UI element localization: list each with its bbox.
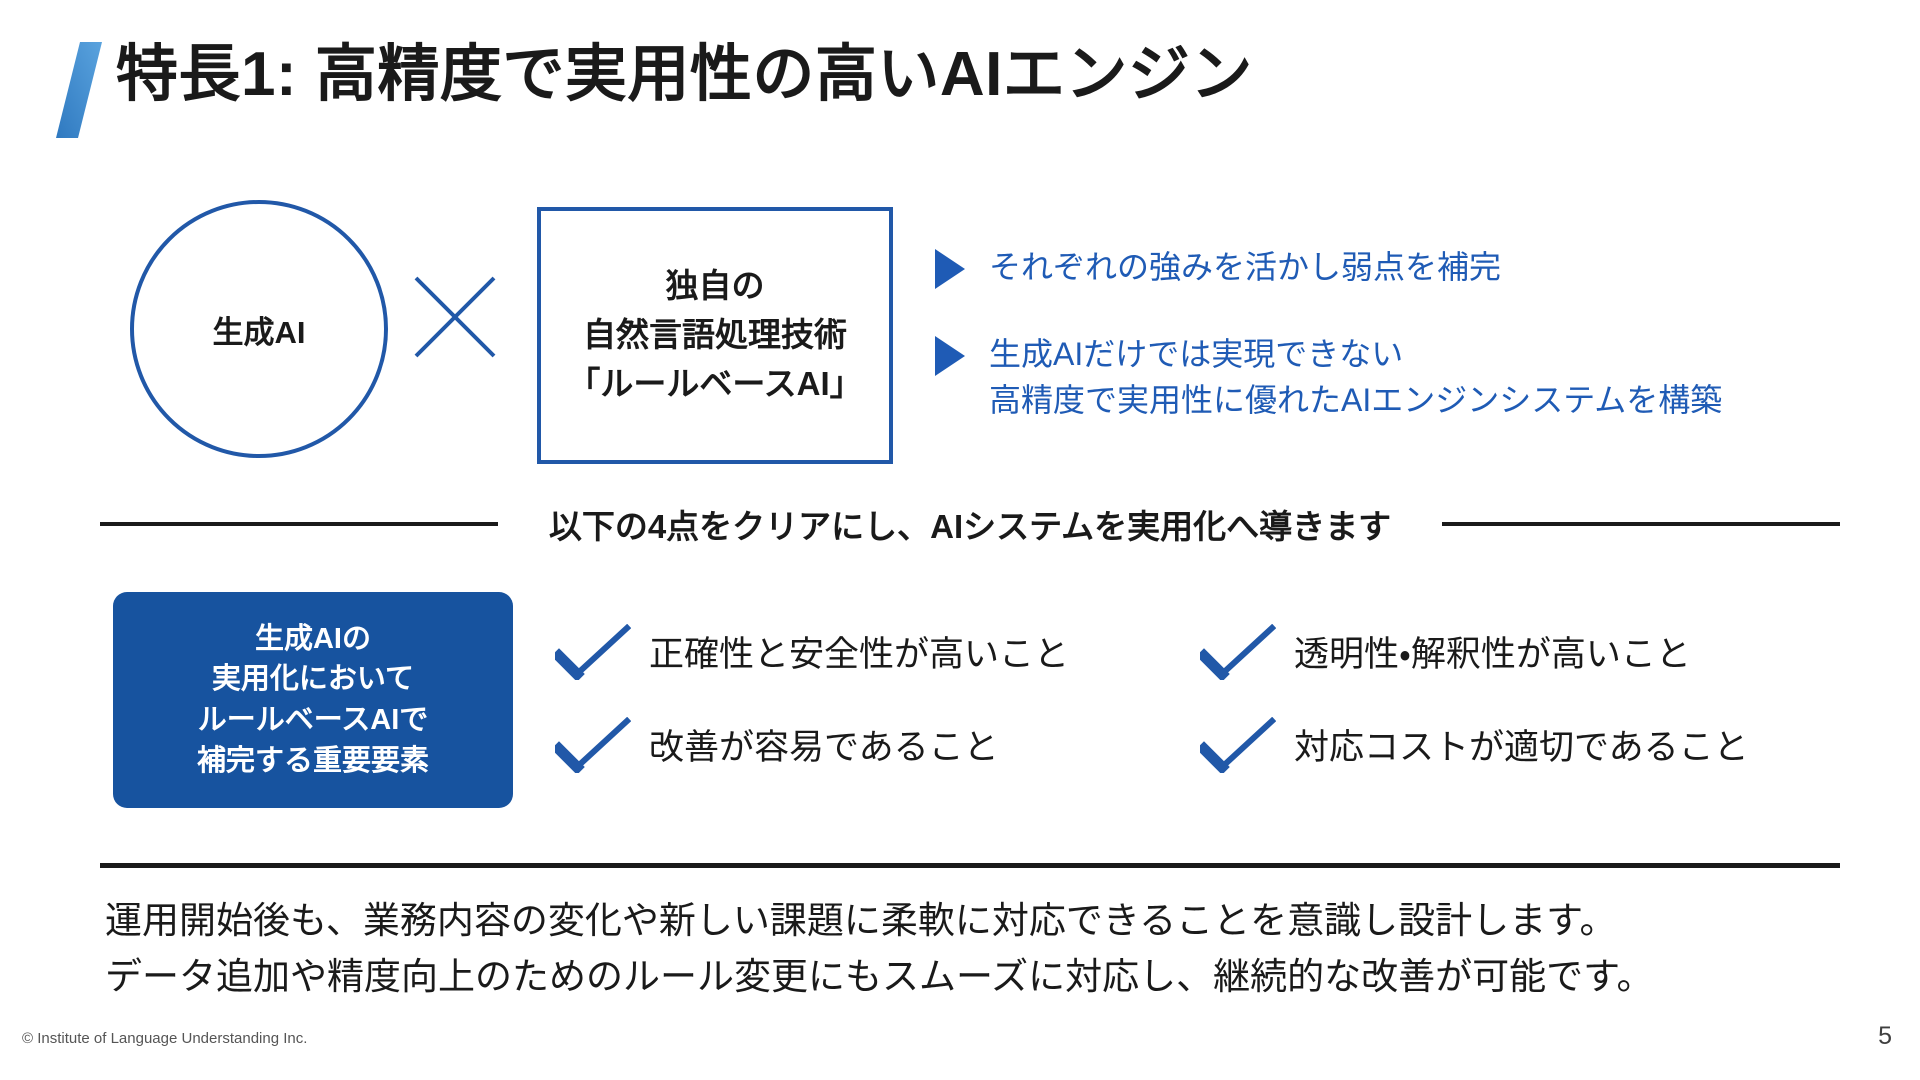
benefit-bullet-list: それぞれの強みを活かし弱点を補完 生成AIだけでは実現できない 高精度で実用性に… [935,245,1865,465]
times-operator-icon [410,272,500,362]
checklist-item: 透明性・解釈性が高いこと [1200,605,1820,698]
checklist-item: 対応コストが適切であること [1200,698,1820,791]
checklist-item: 改善が容易であること [555,698,1175,791]
checklist-item-label: 対応コストが適切であること [1294,728,1749,767]
check-icon [1200,716,1276,773]
page-number: 5 [1878,1022,1892,1050]
section-divider: 以下の4点をクリアにし、AIシステムを実用化へ導きます [100,500,1840,548]
checklist-item-label: 透明性・解釈性が高いこと [1294,635,1691,674]
requirements-checklist: 正確性と安全性が高いこと 透明性・解釈性が高いこと 改善が容易であること [555,605,1855,791]
key-elements-panel-line-1: 生成AIの [254,622,371,655]
divider-rule-right [1442,522,1840,526]
benefit-bullet-item: それぞれの強みを活かし弱点を補完 [935,245,1865,290]
proprietary-nlp-box-line-2: 自然言語処理技術 [583,316,847,354]
generative-ai-circle-label: 生成AI [212,314,306,350]
divider-caption: 以下の4点をクリアにし、AIシステムを実用化へ導きます [548,508,1392,545]
key-elements-panel-line-2: 実用化において [211,663,415,696]
benefit-bullet-item: 生成AIだけでは実現できない 高精度で実用性に優れたAIエンジンシステムを構築 [935,332,1865,423]
summary-paragraph: 運用開始後も、業務内容の変化や新しい課題に柔軟に対応できることを意識し設計します… [105,893,1845,1005]
title-accent-slash-icon [56,42,102,138]
benefit-bullet-text: 生成AIだけでは実現できない 高精度で実用性に優れたAIエンジンシステムを構築 [989,332,1722,423]
footer-copyright: © Institute of Language Understanding In… [22,1030,308,1047]
slide-title-row: 特長1: 高精度で実用性の高いAIエンジン [56,42,1253,138]
bottom-divider-rule [100,863,1840,868]
benefit-bullet-2-line-2: 高精度で実用性に優れたAIエンジンシステムを構築 [989,381,1723,418]
summary-line-1: 運用開始後も、業務内容の変化や新しい課題に柔軟に対応できることを意識し設計します… [105,900,1617,941]
proprietary-nlp-box: 独自の 自然言語処理技術 「ルールベースAI」 [537,207,893,464]
triangle-bullet-icon [935,249,965,289]
checklist-item-label: 改善が容易であること [649,728,999,767]
triangle-bullet-icon [935,336,965,377]
check-icon [555,623,631,680]
summary-line-2: データ追加や精度向上のためのルール変更にもスムーズに対応し、継続的な改善が可能で… [105,956,1654,998]
benefit-bullet-2-line-1: 生成AIだけでは実現できない [989,336,1404,373]
checklist-item: 正確性と安全性が高いこと [555,605,1175,698]
divider-rule-left [100,522,498,526]
page-title: 特長1: 高精度で実用性の高いAIエンジン [116,40,1253,109]
key-elements-panel-line-4: 補完する重要要素 [196,744,429,777]
proprietary-nlp-box-line-3: 「ルールベースAI」 [567,364,863,402]
benefit-bullet-1-line-1: それぞれの強みを活かし弱点を補完 [989,249,1502,285]
check-icon [555,716,631,773]
generative-ai-circle: 生成AI [130,200,388,458]
key-elements-panel: 生成AIの 実用化において ルールベースAIで 補完する重要要素 [113,592,513,808]
benefit-bullet-text: それぞれの強みを活かし弱点を補完 [989,245,1501,290]
check-icon [1200,623,1276,680]
checklist-item-label: 正確性と安全性が高いこと [649,635,1070,674]
key-elements-panel-line-3: ルールベースAIで [197,704,429,736]
proprietary-nlp-box-line-1: 独自の [665,267,765,305]
